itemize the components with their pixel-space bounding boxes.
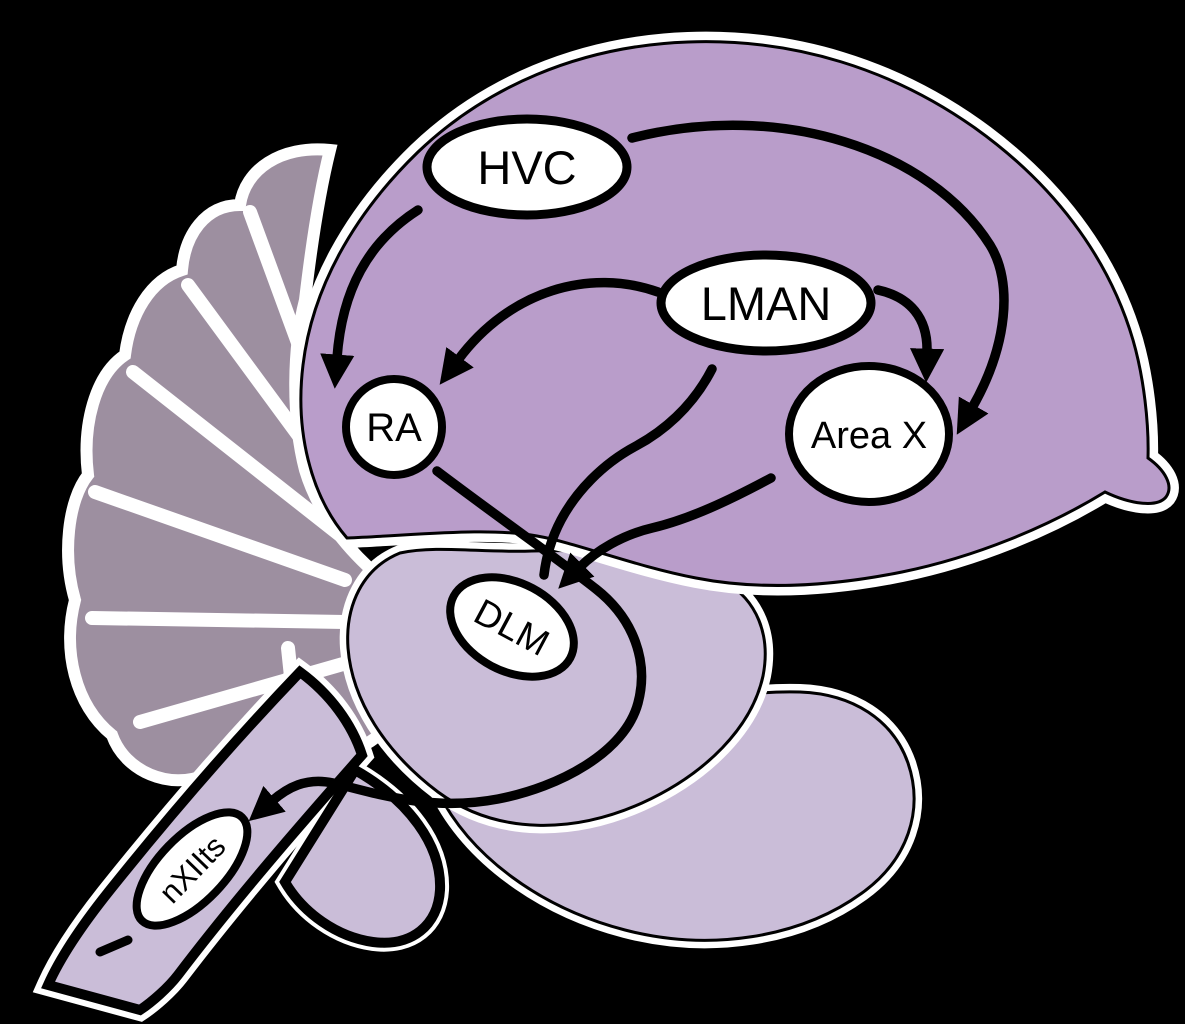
nucleus-dlm-ellipse bbox=[446, 573, 578, 681]
cerebellum-fissure bbox=[85, 611, 352, 629]
cerebellum-fissure bbox=[126, 365, 347, 542]
connection-hvc-to-areax-arrow bbox=[627, 120, 1009, 435]
nucleus-areax-label: Area X bbox=[811, 415, 927, 457]
connection-areax-to-dlm-arrow bbox=[558, 473, 776, 589]
nucleus-nxiits: nXIIts bbox=[132, 808, 252, 930]
nucleus-lman-label: LMAN bbox=[701, 277, 832, 330]
nucleus-lman: LMAN bbox=[656, 250, 876, 356]
connection-lman-dlm-line bbox=[539, 364, 717, 580]
nucleus-lman-ellipse bbox=[656, 250, 876, 356]
nucleus-hvc-ellipse bbox=[422, 114, 632, 220]
nuclei: HVC LMAN RA Area X DLM nXIIts bbox=[132, 114, 953, 930]
connection-lman-to-ra-arrow bbox=[439, 277, 663, 385]
nucleus-ra-circle bbox=[342, 375, 446, 479]
nucleus-hvc: HVC bbox=[422, 114, 632, 220]
cerebellum-fissure bbox=[88, 485, 352, 587]
nucleus-nxiits-ellipse bbox=[132, 808, 252, 930]
nucleus-dlm: DLM bbox=[446, 573, 578, 681]
nucleus-ra-label: RA bbox=[366, 406, 422, 450]
nucleus-ra: RA bbox=[342, 375, 446, 479]
connections bbox=[248, 120, 1009, 822]
nucleus-areax: Area X bbox=[785, 362, 953, 506]
brainstem-curl-shape bbox=[279, 763, 446, 948]
connection-ra-to-nxiits-arrow bbox=[248, 466, 647, 822]
nucleus-areax-ellipse bbox=[785, 362, 953, 506]
tract-tick-mark bbox=[95, 935, 133, 957]
nucleus-hvc-label: HVC bbox=[477, 141, 576, 194]
connection-hvc-to-ra-arrow bbox=[320, 205, 423, 389]
connection-lman-to-areax-arrow bbox=[873, 285, 945, 383]
